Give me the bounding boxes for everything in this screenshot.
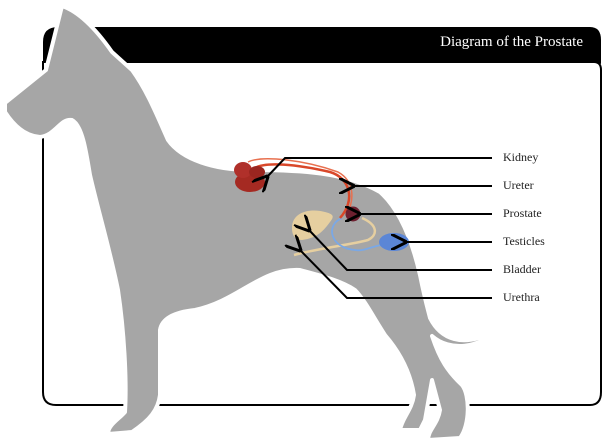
label-prostate: Prostate <box>503 206 542 220</box>
prostate-shape <box>345 206 361 222</box>
kidney-shape-3 <box>249 166 265 178</box>
vas-deferens <box>331 217 391 252</box>
label-ureter: Ureter <box>503 178 534 192</box>
title-bar <box>43 27 601 64</box>
ureter-shape-2 <box>247 158 353 217</box>
bladder-leader <box>309 230 492 271</box>
label-bladder: Bladder <box>503 262 541 276</box>
label-testicles: Testicles <box>503 234 545 248</box>
ureter-shape <box>251 163 351 219</box>
testicles-shape <box>379 233 409 251</box>
label-urethra: Urethra <box>503 290 540 304</box>
kidney-leader <box>267 157 492 177</box>
label-kidney: Kidney <box>503 150 539 164</box>
urethra-leader <box>300 250 492 299</box>
frame <box>42 61 602 406</box>
urethra <box>293 216 376 257</box>
dog-silhouette <box>3 4 498 442</box>
diagram-title: Diagram of the Prostate <box>440 34 583 50</box>
kidney-shape-2 <box>234 162 252 178</box>
